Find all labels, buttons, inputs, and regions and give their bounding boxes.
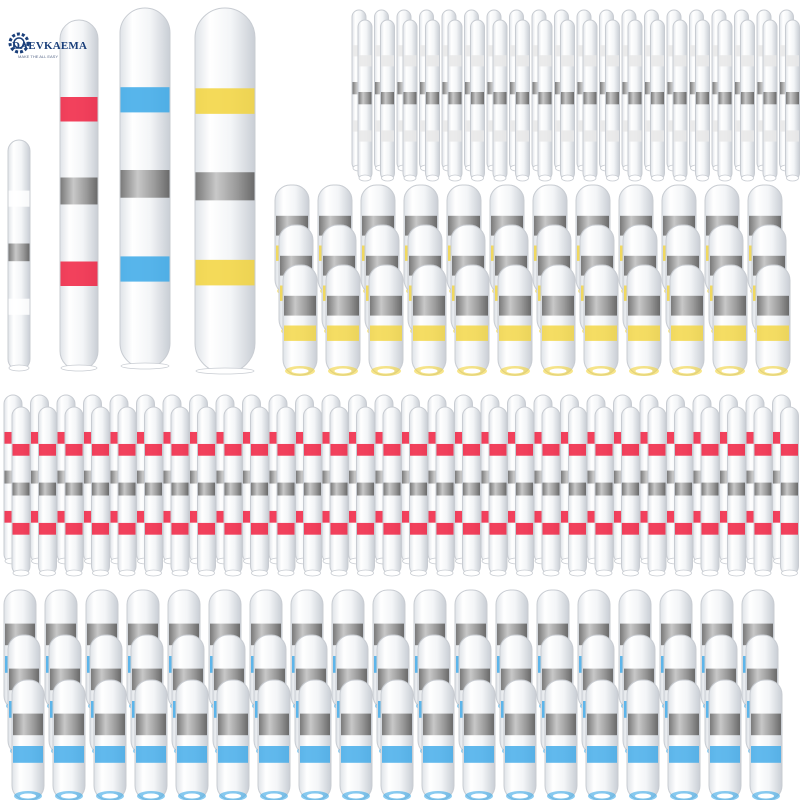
blue-connector <box>52 679 86 800</box>
red-connector <box>647 406 667 577</box>
white-connector <box>695 19 710 182</box>
blue-connector <box>708 679 742 800</box>
red-connector <box>674 406 693 577</box>
yellow-connector <box>411 264 447 376</box>
yellow-connector <box>454 264 490 376</box>
yellow-connector <box>669 264 705 376</box>
yellow-connector <box>368 264 404 376</box>
white-connector <box>717 19 733 182</box>
white-connector-group <box>351 9 800 182</box>
red-connector <box>727 406 746 577</box>
blue-connector <box>93 679 127 800</box>
blue-connector <box>339 679 373 800</box>
white-connector <box>650 19 665 182</box>
red-connector <box>223 406 243 577</box>
red-connector <box>594 406 614 577</box>
white-connector <box>627 19 643 182</box>
white-connector <box>605 19 620 182</box>
red-connector <box>462 406 481 577</box>
white-connector <box>537 19 553 182</box>
yellow-connector-group <box>274 184 791 376</box>
red-connector <box>303 406 322 577</box>
small-clear-connector <box>7 139 31 372</box>
white-connector <box>762 19 778 182</box>
red-connector <box>250 406 269 577</box>
blue-connector <box>749 679 783 800</box>
yellow-connector <box>583 264 619 376</box>
yellow-connector <box>282 264 318 376</box>
red-connector <box>117 406 137 577</box>
white-connector <box>560 19 575 182</box>
blue-connector-group <box>3 589 783 800</box>
yellow-connector <box>325 264 361 376</box>
blue-connector <box>585 679 619 800</box>
white-connector <box>492 19 508 182</box>
white-connector <box>740 19 755 182</box>
white-connector <box>785 19 800 182</box>
yellow-connector <box>540 264 576 376</box>
blue-connector <box>216 679 250 800</box>
red-connector <box>91 406 110 577</box>
yellow-connector <box>194 7 256 375</box>
red-connector <box>435 406 455 577</box>
white-connector <box>357 19 373 182</box>
gear-icon <box>8 32 30 54</box>
yellow-connector <box>712 264 748 376</box>
white-connector <box>515 19 530 182</box>
brand-name: DAEVKAEMA <box>12 40 88 52</box>
brand-tagline: MAKE THE ALL EASY <box>18 54 59 59</box>
yellow-connector <box>755 264 791 376</box>
red-connector <box>170 406 190 577</box>
red-connector <box>488 406 508 577</box>
blue-connector <box>11 679 45 800</box>
red-connector <box>64 406 84 577</box>
white-connector <box>402 19 418 182</box>
red-connector <box>59 19 99 372</box>
red-connector <box>38 406 57 577</box>
blue-connector <box>544 679 578 800</box>
red-connector <box>144 406 163 577</box>
white-connector <box>447 19 463 182</box>
red-connector-group <box>3 394 799 577</box>
white-connector <box>582 19 598 182</box>
red-connector <box>382 406 402 577</box>
white-connector <box>672 19 688 182</box>
red-connector <box>197 406 216 577</box>
red-connector <box>780 406 799 577</box>
blue-connector <box>462 679 496 800</box>
blue-connector <box>257 679 291 800</box>
red-connector <box>700 406 720 577</box>
blue-connector <box>421 679 455 800</box>
red-connector <box>541 406 561 577</box>
white-connector <box>470 19 485 182</box>
blue-connector <box>380 679 414 800</box>
blue-connector <box>175 679 209 800</box>
blue-connector <box>134 679 168 800</box>
red-connector <box>11 406 31 577</box>
blue-connector <box>667 679 701 800</box>
white-connector <box>425 19 440 182</box>
white-connector <box>380 19 395 182</box>
red-connector <box>753 406 773 577</box>
blue-connector <box>626 679 660 800</box>
yellow-connector <box>497 264 533 376</box>
blue-connector <box>298 679 332 800</box>
blue-connector <box>503 679 537 800</box>
blue-connector <box>119 7 171 370</box>
yellow-connector <box>626 264 662 376</box>
brand-logo <box>4 28 74 68</box>
red-connector <box>621 406 640 577</box>
red-connector <box>409 406 428 577</box>
red-connector <box>568 406 587 577</box>
large-connectors-group <box>7 7 256 375</box>
red-connector <box>329 406 349 577</box>
red-connector <box>356 406 375 577</box>
red-connector <box>515 406 534 577</box>
red-connector <box>276 406 296 577</box>
